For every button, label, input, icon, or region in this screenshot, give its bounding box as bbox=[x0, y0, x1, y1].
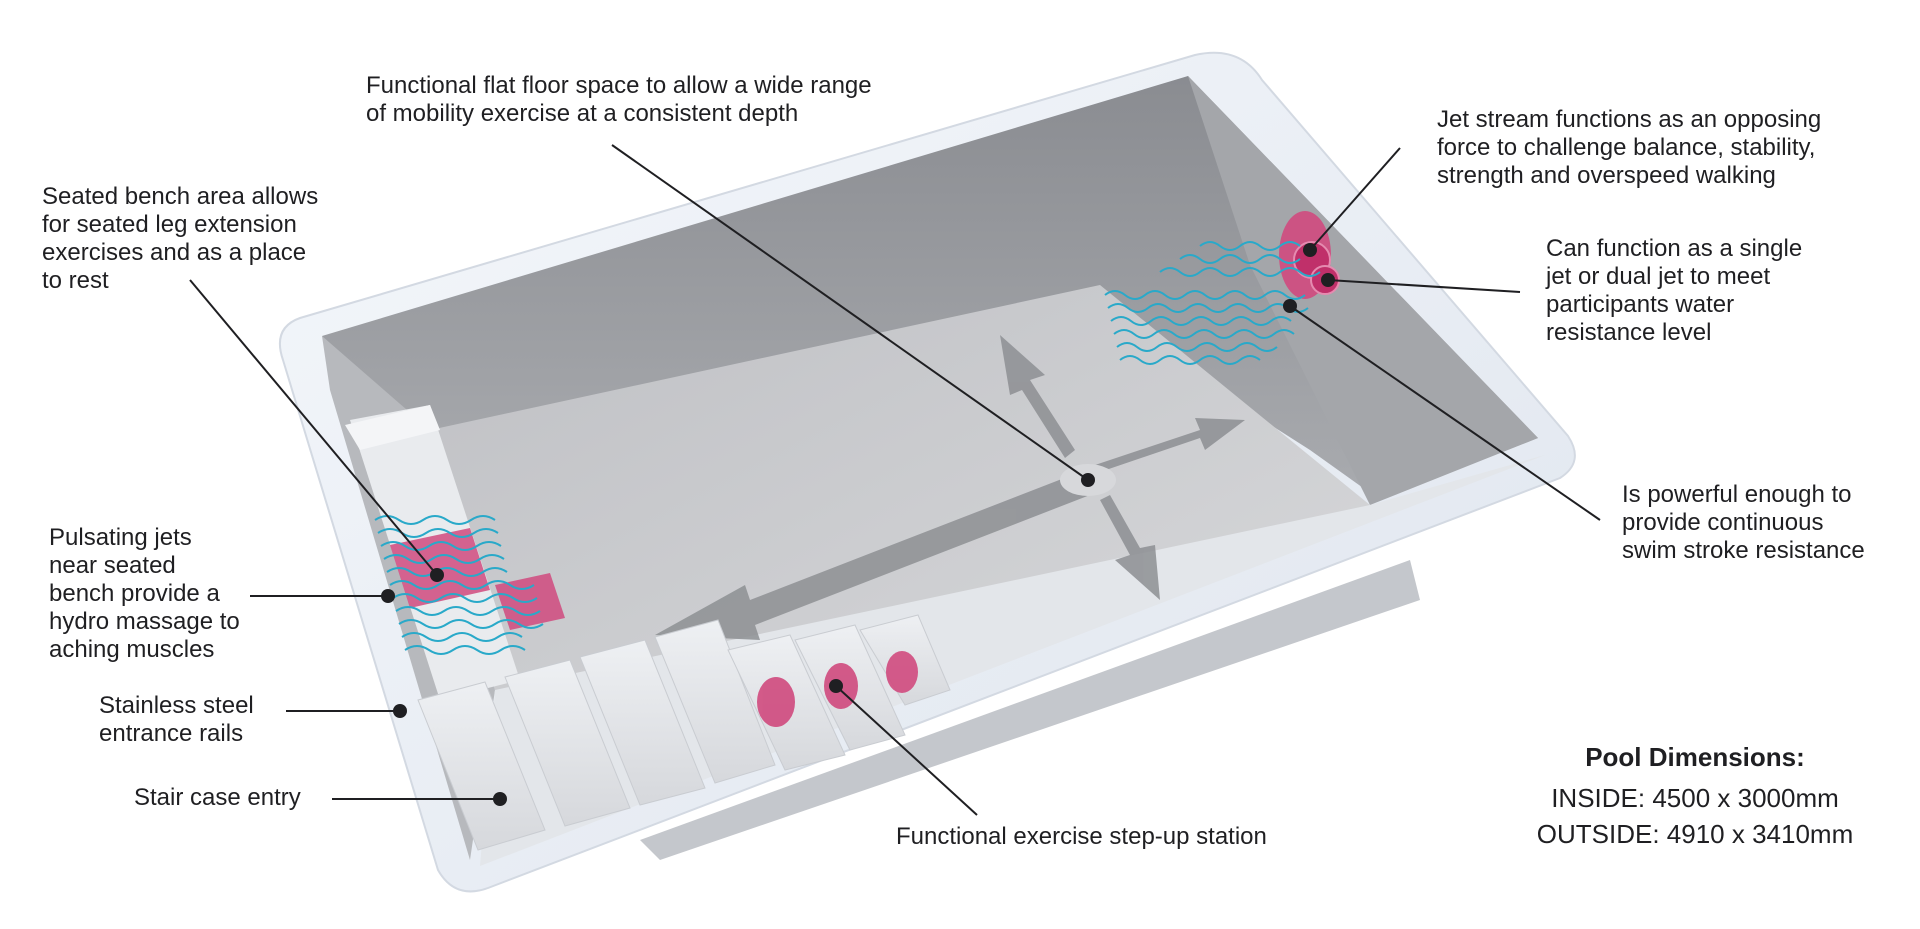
callout-powerful: Is powerful enough to provide continuous… bbox=[1622, 481, 1865, 564]
callout-step-up: Functional exercise step-up station bbox=[896, 823, 1267, 850]
pool-dimensions-title: Pool Dimensions: bbox=[1585, 742, 1805, 772]
pool-right-wall bbox=[1188, 76, 1538, 505]
callout-rails: Stainless steel entrance rails bbox=[99, 692, 254, 747]
callout-jet-stream: Jet stream functions as an opposing forc… bbox=[1437, 106, 1822, 189]
callout-seated-bench: Seated bench area allows for seated leg … bbox=[42, 183, 319, 294]
seated-bench-top bbox=[345, 405, 440, 450]
jet-stream bbox=[1104, 211, 1340, 365]
callout-single-dual-jet: Can function as a single jet or dual jet… bbox=[1546, 235, 1803, 346]
callout-stair: Stair case entry bbox=[134, 784, 301, 811]
pool-shell-underside bbox=[640, 560, 1420, 860]
pool-dimensions: Pool Dimensions: INSIDE: 4500 x 3000mm O… bbox=[1510, 740, 1880, 852]
leader-lines bbox=[189, 144, 1601, 816]
floor-arrows bbox=[655, 335, 1245, 640]
leader-dots bbox=[381, 243, 1335, 806]
callout-flat-floor: Functional flat floor space to allow a w… bbox=[366, 72, 872, 127]
pool-dimensions-outside: OUTSIDE: 4910 x 3410mm bbox=[1536, 819, 1854, 849]
pool-dimensions-inside: INSIDE: 4500 x 3000mm bbox=[1551, 783, 1839, 813]
callout-pulsating-jets: Pulsating jets near seated bench provide… bbox=[49, 524, 240, 663]
